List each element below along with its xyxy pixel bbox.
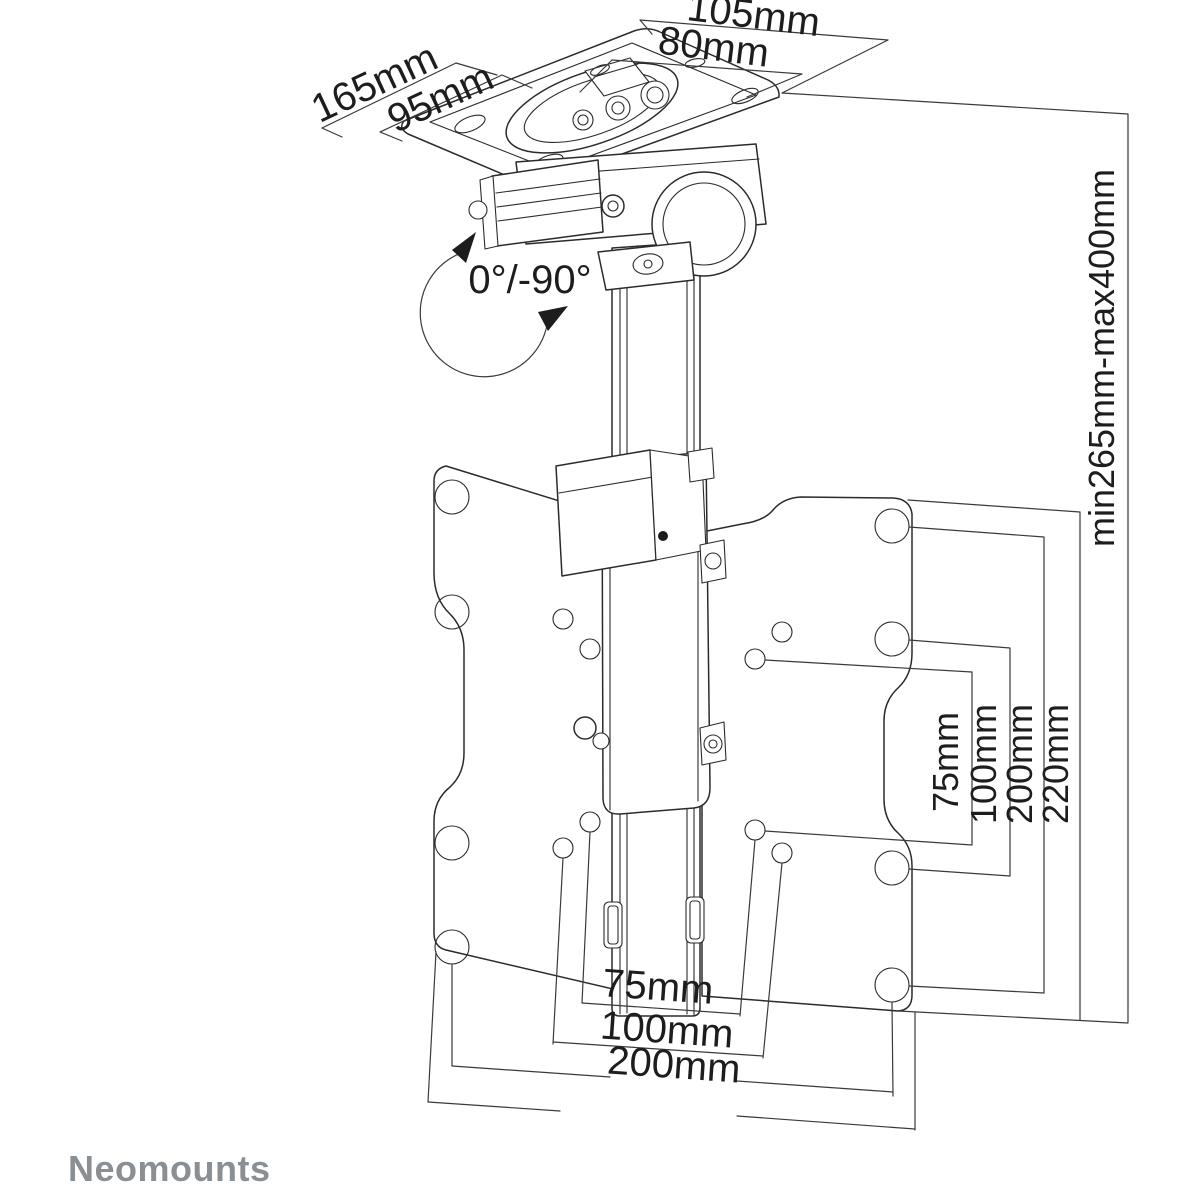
brand-logo: Neomounts xyxy=(68,1148,271,1189)
tilt-range-label: 0°/-90° xyxy=(468,258,591,302)
vesa-v-75mm-label: 75mm xyxy=(925,712,966,812)
tilt-joint xyxy=(468,143,767,291)
vesa-h-100mm-label: 100mm xyxy=(599,1003,735,1056)
ceiling-plate xyxy=(401,28,780,186)
vesa-vertical-dimensions: 75mm 100mm 200mm 220mm xyxy=(764,499,1081,1021)
vesa-v-200mm-label: 200mm xyxy=(999,704,1040,824)
height-range-dimension: min265mm-max400mm xyxy=(781,92,1129,1024)
arc-arrow-right-icon xyxy=(538,306,568,331)
vesa-horizontal-dimensions: 75mm 100mm 200mm xyxy=(427,831,916,1131)
vesa-h-75mm-label: 75mm xyxy=(601,961,715,1013)
vesa-v-100mm-label: 100mm xyxy=(963,704,1004,824)
arc-arrow-up-icon xyxy=(452,232,476,263)
vesa-v-220mm-label: 220mm xyxy=(1035,704,1076,824)
height-range-label: min265mm-max400mm xyxy=(1081,169,1122,547)
tilt-range-annotation: 0°/-90° xyxy=(419,232,592,378)
vesa-h-200mm-label: 200mm xyxy=(606,1038,742,1091)
column-front-slider xyxy=(555,447,727,815)
vesa-plate-right xyxy=(701,496,913,1012)
